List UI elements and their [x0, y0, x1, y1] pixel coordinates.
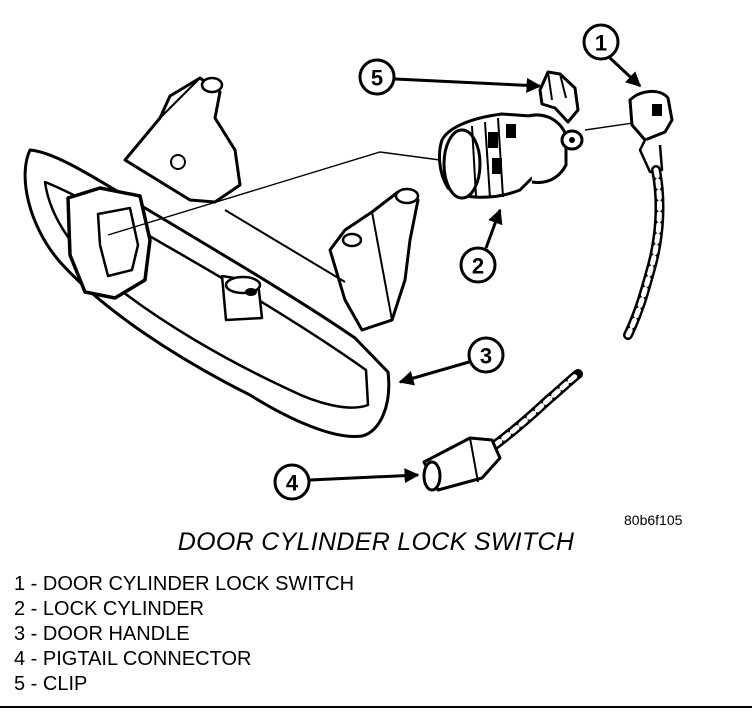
pigtail-connector [422, 436, 502, 492]
legend-item: 3 - DOOR HANDLE [14, 623, 190, 645]
callout-1-number: 1 [595, 31, 607, 56]
legend-item: 4 - PIGTAIL CONNECTOR [14, 648, 252, 670]
callout-5 [358, 58, 542, 96]
clip [538, 70, 580, 124]
figure-reference-code: 80b6f105 [624, 512, 683, 528]
callout-4 [273, 463, 420, 501]
callout-5-number: 5 [371, 66, 383, 91]
legend-item: 1 - DOOR CYLINDER LOCK SWITCH [14, 573, 355, 595]
lock-switch [628, 90, 674, 174]
legend-item: 5 - CLIP [14, 673, 88, 695]
callout-3 [398, 336, 505, 386]
bottom-divider [0, 706, 752, 708]
callout-2 [459, 208, 503, 284]
figure-title: DOOR CYLINDER LOCK SWITCH [177, 528, 575, 556]
parts-legend: 1 - DOOR CYLINDER LOCK SWITCH 2 - LOCK C… [14, 572, 354, 697]
callout-4-number: 4 [286, 471, 299, 496]
callout-3-number: 3 [480, 344, 492, 369]
door-handle [23, 76, 420, 439]
legend-item: 2 - LOCK CYLINDER [14, 598, 205, 620]
callout-1 [582, 23, 642, 88]
callout-2-number: 2 [472, 254, 484, 279]
lock-cylinder [438, 112, 584, 200]
